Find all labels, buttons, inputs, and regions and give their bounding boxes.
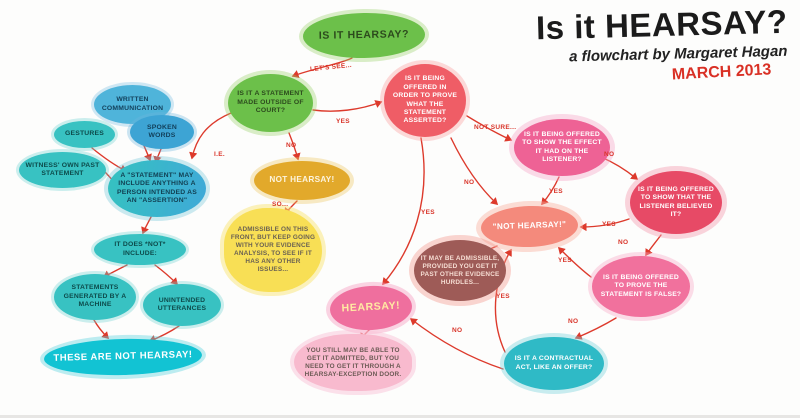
edge-label-yes-false: YES <box>558 257 572 264</box>
edge-label-ie: I.E. <box>214 151 225 158</box>
node-witness-past-statement: WITNESS' OWN PAST STATEMENT <box>19 152 106 188</box>
page-title: Is it HEARSAY? <box>536 2 789 47</box>
node-prove-statement-false: IS IT BEING OFFERED TO PROVE THE STATEME… <box>592 256 690 317</box>
note-admissible-keep-going: ADMISSIBLE ON THIS FRONT, BUT KEEP GOING… <box>224 208 322 292</box>
edge-label-no-believed: NO <box>618 239 629 246</box>
node-hearsay: HEARSAY! <box>328 283 414 333</box>
node-start: IS IT HEARSAY? <box>302 11 426 60</box>
edge-false-contract <box>574 317 617 340</box>
edge-label-so: SO... <box>272 201 289 208</box>
edge-believed-false <box>645 234 662 257</box>
node-unintended-utterances: UNINTENDED UTTERANCES <box>143 284 221 326</box>
edge-effect-believed <box>600 156 639 180</box>
node-machine-statements: STATEMENTS GENERATED BY A MACHINE <box>54 274 136 320</box>
edge-label-yes-contract: YES <box>496 293 510 300</box>
node-these-are-not-hearsay: THESE ARE NOT HEARSAY! <box>43 336 203 378</box>
node-contractual-act: IS IT A CONTRACTUAL ACT, LIKE AN OFFER? <box>504 337 604 390</box>
edge-machine-these <box>93 319 109 339</box>
edge-label-not-sure: NOT SURE... <box>474 124 517 131</box>
node-gestures: GESTURES <box>54 121 115 148</box>
edge-label-yes-believed: YES <box>602 221 616 228</box>
note-hearsay-exception: YOU STILL MAY BE ABLE TO GET IT ADMITTED… <box>294 334 412 391</box>
node-statement-outside-court: IS IT A STATEMENT MADE OUTSIDE OF COURT? <box>228 74 313 132</box>
edge-notinclude-unintended <box>154 264 178 285</box>
edge-label-no-contract: NO <box>452 327 463 334</box>
node-statement-definition: A "STATEMENT" MAY INCLUDE ANYTHING A PER… <box>108 160 206 217</box>
node-effect-on-listener: IS IT BEING OFFERED TO SHOW THE EFFECT I… <box>514 119 610 176</box>
node-spoken-words: SPOKEN WORDS <box>130 115 194 149</box>
edge-label-no-outside: NO <box>286 142 297 149</box>
edge-outside-definition <box>189 112 232 160</box>
edge-label-no-false: NO <box>568 318 579 325</box>
edge-outside-asserted <box>312 100 383 112</box>
node-offered-to-prove-asserted: IS IT BEING OFFERED IN ORDER TO PROVE WH… <box>384 64 466 137</box>
edge-label-yes-effect: YES <box>549 188 563 195</box>
edge-label-yes-asserted: YES <box>421 209 435 216</box>
edge-label-no-effect: NO <box>604 151 615 158</box>
edge-label-yes-outside: YES <box>336 118 350 125</box>
edge-label-no-asserted: NO <box>464 179 475 186</box>
node-not-hearsay-yellow: NOT HEARSAY! <box>254 161 350 200</box>
node-listener-believed: IS IT BEING OFFERED TO SHOW THAT THE LIS… <box>630 171 722 234</box>
node-written-communication: WRITTEN COMMUNICATION <box>94 85 171 124</box>
title-block: Is it HEARSAY? a flowchart by Margaret H… <box>536 2 789 85</box>
edge-label-lets-see: LET'S SEE... <box>309 61 353 74</box>
node-not-hearsay-center: "NOT HEARSAY!" <box>480 204 579 249</box>
edge-asserted-nothearsay <box>450 137 499 205</box>
node-does-not-include: IT DOES *NOT* INCLUDE: <box>94 234 186 265</box>
edge-definition-notinclude <box>141 216 152 235</box>
node-may-be-admissible: IT MAY BE ADMISSIBLE, PROVIDED YOU GET I… <box>414 240 506 301</box>
